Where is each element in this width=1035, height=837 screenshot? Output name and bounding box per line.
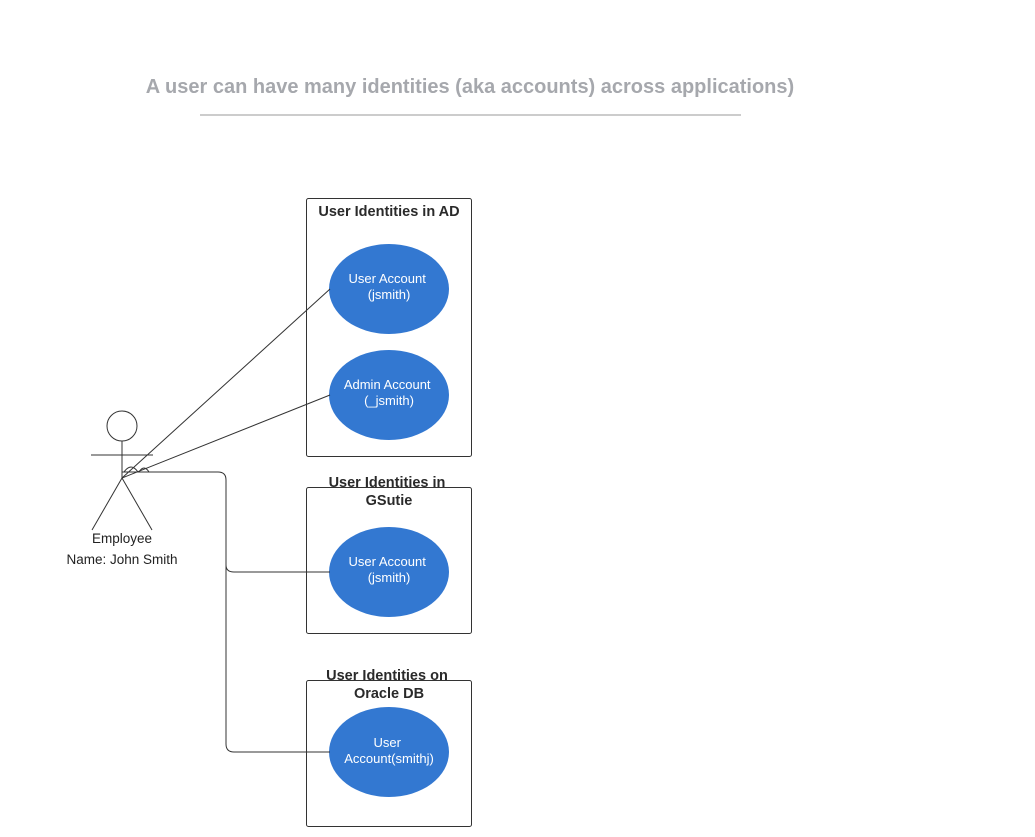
system-boundary-ad: User Identities in AD User Account (jsmi… bbox=[306, 198, 472, 457]
use-case-label-line-2: (_jsmith) bbox=[364, 393, 414, 408]
system-title-gsuite-line-2: GSutie bbox=[366, 493, 413, 509]
system-title-oracle-line-1: User Identities on bbox=[326, 668, 448, 684]
association-line-oracle bbox=[225, 560, 330, 753]
use-case-label-line-2: (jsmith) bbox=[368, 287, 411, 302]
page-title: A user can have many identities (aka acc… bbox=[146, 76, 794, 98]
use-case-ad-user-account[interactable]: User Account (jsmith) bbox=[329, 244, 449, 334]
system-title-gsuite-line-1: User Identities in bbox=[329, 475, 446, 491]
use-case-label: Admin Account (_jsmith) bbox=[344, 377, 434, 408]
system-boundary-oracle: User Identities on Oracle DB User Accoun… bbox=[306, 668, 472, 827]
system-title-ad-line-1: User Identities in AD bbox=[318, 204, 459, 220]
actor-label: Employee bbox=[92, 531, 152, 546]
use-case-label-line-1: User bbox=[373, 735, 401, 750]
use-case-ad-admin-account[interactable]: Admin Account (_jsmith) bbox=[329, 350, 449, 440]
use-case-label: User Account(smithj) bbox=[344, 735, 434, 766]
use-case-gsuite-user-account[interactable]: User Account (jsmith) bbox=[329, 527, 449, 617]
system-title-ad: User Identities in AD bbox=[318, 204, 459, 220]
associations bbox=[121, 288, 331, 753]
use-case-label: User Account (jsmith) bbox=[349, 554, 430, 585]
system-boundary-gsuite: User Identities in GSutie User Account (… bbox=[306, 475, 472, 634]
use-case-label-line-1: User Account bbox=[349, 554, 427, 569]
actor-head bbox=[106, 410, 138, 442]
system-box-gsuite bbox=[306, 487, 472, 634]
use-case-ellipse[interactable] bbox=[329, 244, 449, 334]
use-case-label-line-1: Admin Account bbox=[344, 377, 431, 392]
actor-employee[interactable] bbox=[91, 410, 153, 531]
use-case-label-line-2: (jsmith) bbox=[368, 570, 411, 585]
association-line-ad-user bbox=[121, 288, 331, 479]
use-case-label: User Account (jsmith) bbox=[349, 271, 430, 302]
use-case-ellipse[interactable] bbox=[329, 527, 449, 617]
actor-right-leg bbox=[121, 477, 153, 531]
system-title-oracle-line-2: Oracle DB bbox=[354, 686, 424, 702]
use-case-ellipse[interactable] bbox=[329, 350, 449, 440]
line-jump-arc bbox=[123, 466, 139, 473]
actor-left-leg bbox=[91, 477, 123, 531]
use-case-ellipse[interactable] bbox=[329, 707, 449, 797]
use-case-oracle-user-account[interactable]: User Account(smithj) bbox=[329, 707, 449, 797]
system-title-gsuite: User Identities in GSutie bbox=[329, 475, 450, 509]
use-case-label-line-2: Account(smithj) bbox=[344, 751, 434, 766]
actor-name: Name: John Smith bbox=[66, 552, 177, 567]
association-line-ad-admin bbox=[121, 394, 331, 479]
system-title-oracle: User Identities on Oracle DB bbox=[326, 668, 452, 702]
association-line-gsuite bbox=[122, 471, 330, 573]
line-jump-arc bbox=[138, 467, 150, 473]
system-box-oracle bbox=[306, 680, 472, 827]
system-box-ad bbox=[306, 198, 472, 457]
use-case-label-line-1: User Account bbox=[349, 271, 427, 286]
